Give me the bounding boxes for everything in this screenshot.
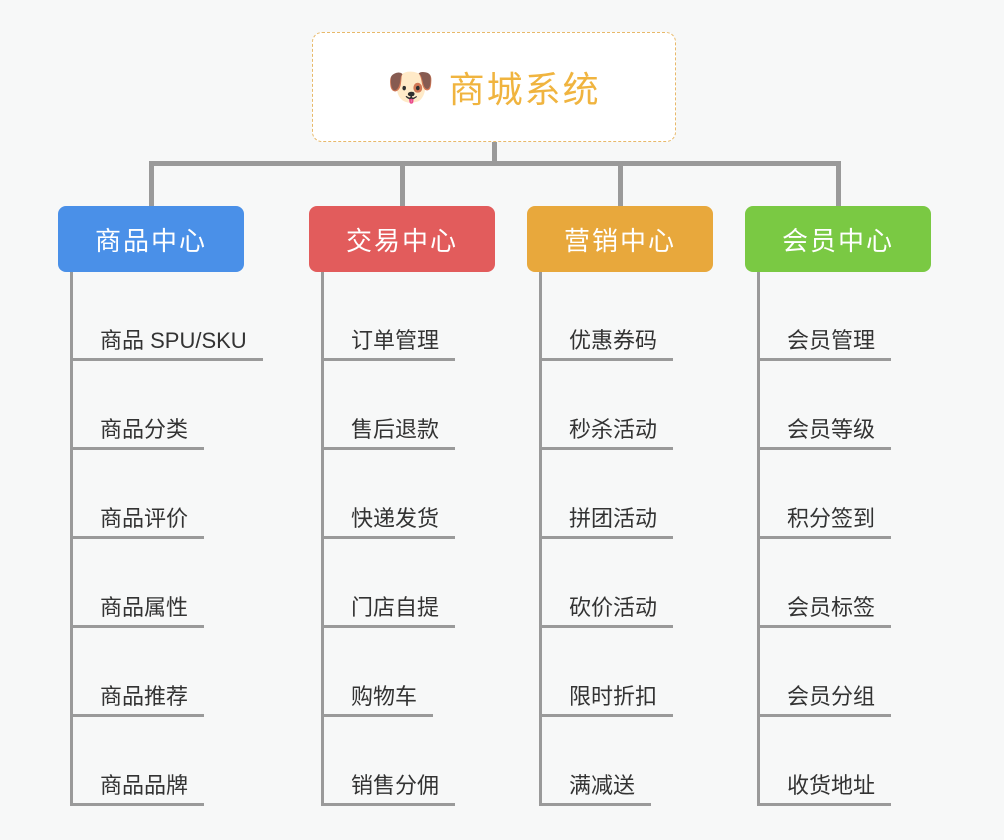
branch-label-1: 商品中心 bbox=[94, 225, 207, 256]
shiba-dog-face-icon: 🐶 bbox=[387, 65, 435, 109]
leaf-label: 会员等级 bbox=[757, 416, 892, 450]
leaf-label: 购物车 bbox=[321, 683, 434, 717]
connector-drop-2 bbox=[400, 161, 405, 206]
branch-label-3: 营销中心 bbox=[563, 225, 676, 256]
connector-root-stem bbox=[492, 142, 497, 166]
leaf-label: 商品属性 bbox=[70, 594, 205, 628]
leaf-item[interactable]: 会员等级 bbox=[757, 361, 931, 450]
leaf-item[interactable]: 秒杀活动 bbox=[539, 361, 713, 450]
leaf-label: 积分签到 bbox=[757, 505, 892, 539]
leaf-list-4: 会员管理 会员等级 积分签到 会员标签 会员分组 收货地址 bbox=[757, 272, 931, 806]
leaf-item[interactable]: 商品推荐 bbox=[70, 628, 244, 717]
connector-drop-1 bbox=[149, 161, 154, 206]
leaf-item[interactable]: 商品属性 bbox=[70, 539, 244, 628]
branch-label-4: 会员中心 bbox=[781, 225, 894, 256]
branch-column-2: 交易中心 订单管理 售后退款 快递发货 门店自提 购物车 销售分佣 bbox=[309, 206, 495, 806]
leaf-item[interactable]: 收货地址 bbox=[757, 717, 931, 806]
leaf-item[interactable]: 限时折扣 bbox=[539, 628, 713, 717]
leaf-label: 会员分组 bbox=[757, 683, 892, 717]
leaf-label: 秒杀活动 bbox=[539, 416, 674, 450]
leaf-item[interactable]: 会员分组 bbox=[757, 628, 931, 717]
leaf-item[interactable]: 售后退款 bbox=[321, 361, 495, 450]
leaf-label: 收货地址 bbox=[757, 772, 892, 806]
leaf-item[interactable]: 会员标签 bbox=[757, 539, 931, 628]
leaf-label: 优惠券码 bbox=[539, 327, 674, 361]
leaf-item[interactable]: 商品 SPU/SKU bbox=[70, 272, 263, 361]
branch-header-1[interactable]: 商品中心 bbox=[58, 206, 244, 272]
leaf-item[interactable]: 商品品牌 bbox=[70, 717, 244, 806]
leaf-item[interactable]: 积分签到 bbox=[757, 450, 931, 539]
leaf-label: 售后退款 bbox=[321, 416, 456, 450]
leaf-label: 商品分类 bbox=[70, 416, 205, 450]
leaf-item[interactable]: 门店自提 bbox=[321, 539, 495, 628]
connector-drop-4 bbox=[836, 161, 841, 206]
leaf-item[interactable]: 砍价活动 bbox=[539, 539, 713, 628]
branch-column-1: 商品中心 商品 SPU/SKU 商品分类 商品评价 商品属性 商品推荐 商品品牌 bbox=[58, 206, 263, 806]
leaf-item[interactable]: 销售分佣 bbox=[321, 717, 495, 806]
branch-header-3[interactable]: 营销中心 bbox=[527, 206, 713, 272]
leaf-item[interactable]: 满减送 bbox=[539, 717, 713, 806]
leaf-label: 门店自提 bbox=[321, 594, 456, 628]
branch-header-2[interactable]: 交易中心 bbox=[309, 206, 495, 272]
leaf-label: 限时折扣 bbox=[539, 683, 674, 717]
leaf-label: 砍价活动 bbox=[539, 594, 674, 628]
leaf-label: 满减送 bbox=[539, 772, 652, 806]
leaf-item[interactable]: 优惠券码 bbox=[539, 272, 713, 361]
leaf-list-2: 订单管理 售后退款 快递发货 门店自提 购物车 销售分佣 bbox=[321, 272, 495, 806]
leaf-item[interactable]: 订单管理 bbox=[321, 272, 495, 361]
leaf-label: 会员管理 bbox=[757, 327, 892, 361]
leaf-label: 商品 SPU/SKU bbox=[70, 327, 263, 361]
leaf-item[interactable]: 商品分类 bbox=[70, 361, 244, 450]
leaf-item[interactable]: 拼团活动 bbox=[539, 450, 713, 539]
leaf-label: 快递发货 bbox=[321, 505, 456, 539]
branch-column-3: 营销中心 优惠券码 秒杀活动 拼团活动 砍价活动 限时折扣 满减送 bbox=[527, 206, 713, 806]
branch-label-2: 交易中心 bbox=[345, 225, 458, 256]
leaf-label: 会员标签 bbox=[757, 594, 892, 628]
leaf-item[interactable]: 购物车 bbox=[321, 628, 495, 717]
leaf-list-1: 商品 SPU/SKU 商品分类 商品评价 商品属性 商品推荐 商品品牌 bbox=[70, 272, 263, 806]
leaf-label: 商品品牌 bbox=[70, 772, 205, 806]
connector-horizontal-bus bbox=[149, 161, 841, 166]
leaf-label: 销售分佣 bbox=[321, 772, 456, 806]
leaf-item[interactable]: 商品评价 bbox=[70, 450, 244, 539]
leaf-label: 商品评价 bbox=[70, 505, 205, 539]
root-node[interactable]: 🐶 商城系统 bbox=[312, 32, 676, 142]
root-title: 商城系统 bbox=[448, 69, 601, 110]
connector-drop-3 bbox=[618, 161, 623, 206]
leaf-list-3: 优惠券码 秒杀活动 拼团活动 砍价活动 限时折扣 满减送 bbox=[539, 272, 713, 806]
leaf-label: 拼团活动 bbox=[539, 505, 674, 539]
branch-column-4: 会员中心 会员管理 会员等级 积分签到 会员标签 会员分组 收货地址 bbox=[745, 206, 931, 806]
leaf-item[interactable]: 快递发货 bbox=[321, 450, 495, 539]
leaf-label: 商品推荐 bbox=[70, 683, 205, 717]
leaf-label: 订单管理 bbox=[321, 327, 456, 361]
leaf-item[interactable]: 会员管理 bbox=[757, 272, 931, 361]
branch-header-4[interactable]: 会员中心 bbox=[745, 206, 931, 272]
